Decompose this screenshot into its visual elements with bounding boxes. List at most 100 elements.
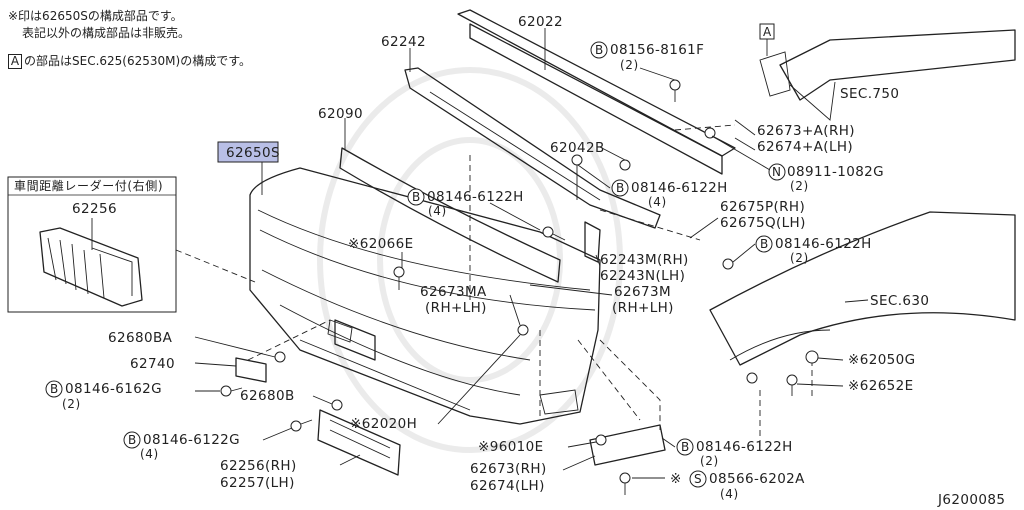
bracket-62243-part (584, 221, 601, 263)
label-96010e: ※96010E (478, 439, 544, 455)
leader-lines (194, 67, 869, 479)
marker-b-icon: B (595, 43, 604, 57)
marker-b-icon: B (616, 181, 625, 195)
label-62256-rh: 62256(RH) (220, 458, 297, 474)
clip-icon (805, 350, 819, 364)
label-08146-6122h-c-qty: (2) (790, 251, 809, 265)
label-62673-rh: 62673(RH) (470, 461, 547, 477)
label-08146-6122g: 08146-6122G (143, 432, 240, 448)
label-08156-8161f: 08156-8161F (610, 42, 704, 58)
box-a-label: A (763, 25, 772, 39)
clip-icon (331, 399, 343, 411)
inset-bracket-part (39, 227, 143, 307)
clip-icon (595, 434, 607, 446)
nut-icon (704, 127, 716, 139)
label-08146-6162g-qty: (2) (62, 397, 81, 411)
marker-b-icon: B (412, 190, 421, 204)
marker-b-icon: B (760, 237, 769, 251)
label-62066e: ※62066E (348, 236, 414, 252)
label-08566-qty: (4) (720, 487, 739, 501)
label-sec630: SEC.630 (870, 293, 929, 309)
label-62673ma: 62673MA (420, 284, 487, 300)
note-line-2: 表記以外の構成部品は非販売。 (22, 26, 191, 40)
panel-sec750-part (759, 29, 1016, 121)
label-08146-6122h-d-qty: (2) (700, 454, 719, 468)
label-08146-6122g-qty: (4) (140, 447, 159, 461)
label-62675p: 62675P(RH) (720, 199, 805, 215)
marker-n-icon: N (772, 165, 782, 179)
note-box-a: A (8, 54, 22, 69)
label-62740: 62740 (130, 356, 175, 372)
label-62675q: 62675Q(LH) (720, 215, 806, 231)
bolt-icon (220, 385, 243, 397)
assembly-62650s: 62650S (217, 141, 280, 195)
label-08146-6122h-c: 08146-6122H (775, 236, 872, 252)
bolt-icon (542, 226, 566, 241)
marker-icons: B N B B B B B B S (45, 41, 786, 488)
label-08566-6202a: 08566-6202A (709, 471, 805, 487)
label-62680b: 62680B (240, 388, 295, 404)
label-08146-6122h-b: 08146-6122H (427, 189, 524, 205)
bolt-icon (746, 372, 758, 384)
label-08146-6162g: 08146-6162G (65, 381, 162, 397)
inset-part-label: 62256 (72, 201, 117, 217)
clip-icon (393, 266, 405, 290)
label-62243m: 62243M(RH) (600, 252, 689, 268)
label-08146-6122h-a-qty: (4) (648, 195, 667, 209)
label-08566-star: ※ (670, 471, 682, 487)
label-08911-qty: (2) (790, 179, 809, 193)
label-08156-8161f-qty: (2) (620, 58, 639, 72)
inset-title: 車間距離レーダー付(右側) (14, 178, 163, 193)
label-62022: 62022 (518, 14, 563, 30)
assembly-62650s-label: 62650S (226, 145, 280, 161)
label-62090: 62090 (318, 106, 363, 122)
part-labels: 62022 62242 62090 08156-8161F (2) SEC.75… (62, 14, 1005, 508)
clip-icon (619, 159, 631, 171)
label-62242: 62242 (381, 34, 426, 50)
fastener-icons (220, 79, 819, 495)
clip-icon (274, 351, 286, 363)
marker-b-icon: B (681, 440, 690, 454)
assembly-guides (247, 124, 813, 450)
label-62673ma-side: (RH+LH) (425, 300, 487, 316)
fender-sec630-part (709, 211, 1016, 366)
bolt-icon (619, 472, 631, 495)
label-sec750: SEC.750 (840, 86, 899, 102)
label-62673m-side: (RH+LH) (612, 300, 674, 316)
label-08146-6122h-a: 08146-6122H (631, 180, 728, 196)
marker-b-icon: B (128, 433, 137, 447)
bracket-62242-part (404, 48, 661, 229)
absorber-62090-part (339, 118, 561, 283)
bolt-icon (290, 419, 313, 432)
clip-icon (517, 324, 529, 336)
inset-radar-box: 車間距離レーダー付(右側) 62256 (7, 176, 177, 313)
bolt-icon (722, 258, 734, 270)
label-62042b: 62042B (550, 140, 605, 156)
label-62674-lh: 62674(LH) (470, 478, 545, 494)
label-62243n: 62243N(LH) (600, 268, 685, 284)
label-62673a-rh: 62673+A(RH) (757, 123, 855, 139)
note-line-1: ※印は62650Sの構成部品です。 (8, 9, 183, 23)
reinforcement-62022-part (457, 9, 736, 175)
marker-s-icon: S (694, 472, 702, 486)
label-08911-1082g: 08911-1082G (787, 164, 884, 180)
label-62050g: ※62050G (848, 352, 916, 368)
label-62674a-lh: 62674+A(LH) (757, 139, 853, 155)
bolt-icon (571, 154, 583, 200)
marker-b-icon: B (50, 382, 59, 396)
diagram-id: J6200085 (937, 492, 1005, 508)
label-62020h: ※62020H (350, 416, 417, 432)
bracket-62740-part (235, 357, 267, 383)
clip-icon (786, 374, 798, 396)
label-62680ba: 62680BA (108, 330, 173, 346)
label-08146-6122h-b-qty: (4) (428, 204, 447, 218)
label-62257-lh: 62257(LH) (220, 475, 295, 491)
label-62673m: 62673M (614, 284, 671, 300)
bolt-icon (669, 79, 681, 102)
lower-grille-part (317, 409, 401, 476)
box-a-marker: A (759, 23, 775, 56)
license-bracket-part (334, 319, 376, 361)
label-08146-6122h-d: 08146-6122H (696, 439, 793, 455)
